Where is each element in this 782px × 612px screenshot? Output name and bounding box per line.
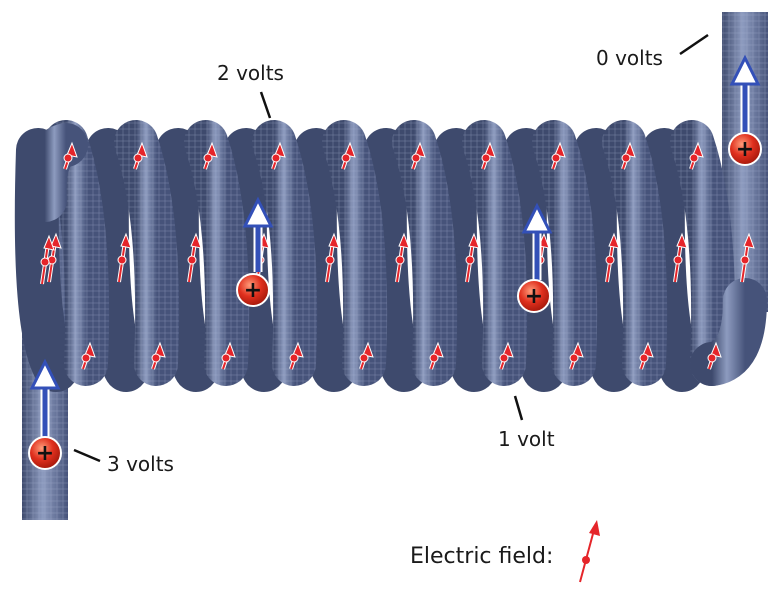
- field-arrow-icon: [221, 341, 236, 370]
- coil-back-strand: [154, 128, 218, 392]
- field-arrow-icon: [689, 141, 704, 170]
- field-arrow-icon: [151, 341, 166, 370]
- label-2-volts: 2 volts: [217, 61, 284, 85]
- coil-back-strand: [572, 128, 636, 392]
- field-arrow-icon: [481, 141, 496, 170]
- leader-0v: [679, 33, 709, 56]
- field-arrow-icon: [551, 141, 566, 170]
- field-arrow-icon: [639, 341, 654, 370]
- current-arrow-icon: [521, 202, 553, 280]
- field-arrow-icon: [187, 232, 202, 283]
- current-arrows: [29, 54, 761, 440]
- field-arrow-icon: [395, 232, 410, 283]
- coil-front-mesh: [532, 120, 598, 386]
- leader-3v: [73, 448, 101, 463]
- field-arrow-icon: [411, 141, 426, 170]
- coil-front-mesh: [462, 120, 528, 386]
- current-arrow-icon: [29, 358, 61, 440]
- charges: + + + +: [28, 132, 762, 470]
- lead-right-join: [690, 278, 767, 386]
- positive-charge-icon: +: [728, 132, 762, 166]
- field-arrow-icon: [63, 141, 78, 170]
- field-arrow-icon: [605, 232, 620, 283]
- svg-text:+: +: [736, 137, 754, 162]
- legend-field-arrow-icon: [579, 520, 600, 583]
- coil-front-mesh: [322, 120, 388, 386]
- coil-front-mesh: [392, 120, 458, 386]
- positive-charge-icon: +: [236, 273, 270, 307]
- positive-charge-icon: +: [517, 279, 551, 313]
- positive-charge-icon: +: [28, 436, 62, 470]
- coil-front-mesh: [670, 120, 736, 386]
- field-arrow-icon: [117, 232, 132, 283]
- coil-back-strand: [432, 128, 496, 392]
- coil-back-strand: [292, 128, 356, 392]
- coil-front-mesh: [184, 120, 250, 386]
- svg-text:+: +: [36, 441, 54, 466]
- coil-front-mesh: [114, 120, 180, 386]
- field-arrow-icon: [81, 341, 96, 370]
- leader-1v: [513, 395, 524, 421]
- field-arrow-icon: [271, 141, 286, 170]
- field-arrow-icon: [621, 141, 636, 170]
- coil-front-mesh: [602, 120, 668, 386]
- coil-front-mesh: [252, 120, 318, 386]
- field-arrow-icon: [341, 141, 356, 170]
- coil-loops: [14, 120, 767, 392]
- svg-text:+: +: [244, 278, 262, 303]
- svg-text:+: +: [525, 284, 543, 309]
- coil-back-strand: [84, 128, 148, 392]
- field-arrow-icon: [499, 341, 514, 370]
- legend-label: Electric field:: [410, 544, 554, 569]
- coil-front-mesh: [44, 120, 110, 386]
- field-arrow-icon: [203, 141, 218, 170]
- field-arrow-icon: [40, 234, 55, 285]
- label-1-volt: 1 volt: [498, 427, 555, 451]
- label-0-volts: 0 volts: [596, 46, 663, 70]
- coil-back-strand: [362, 128, 426, 392]
- field-arrow-icon: [569, 341, 584, 370]
- field-arrow-icon: [133, 141, 148, 170]
- current-arrow-icon: [729, 54, 761, 136]
- field-arrow-icon: [289, 341, 304, 370]
- leader-2v: [259, 91, 272, 119]
- field-arrow-icon: [673, 232, 688, 283]
- field-arrow-icon: [740, 232, 755, 283]
- current-arrow-icon: [242, 196, 274, 272]
- field-arrow-icon: [465, 232, 480, 283]
- field-arrow-icon: [429, 341, 444, 370]
- field-arrow-icon: [359, 341, 374, 370]
- label-3-volts: 3 volts: [107, 452, 174, 476]
- field-arrow-icon: [707, 341, 722, 370]
- lead-left-join: [22, 123, 88, 222]
- field-arrow-icon: [325, 232, 340, 283]
